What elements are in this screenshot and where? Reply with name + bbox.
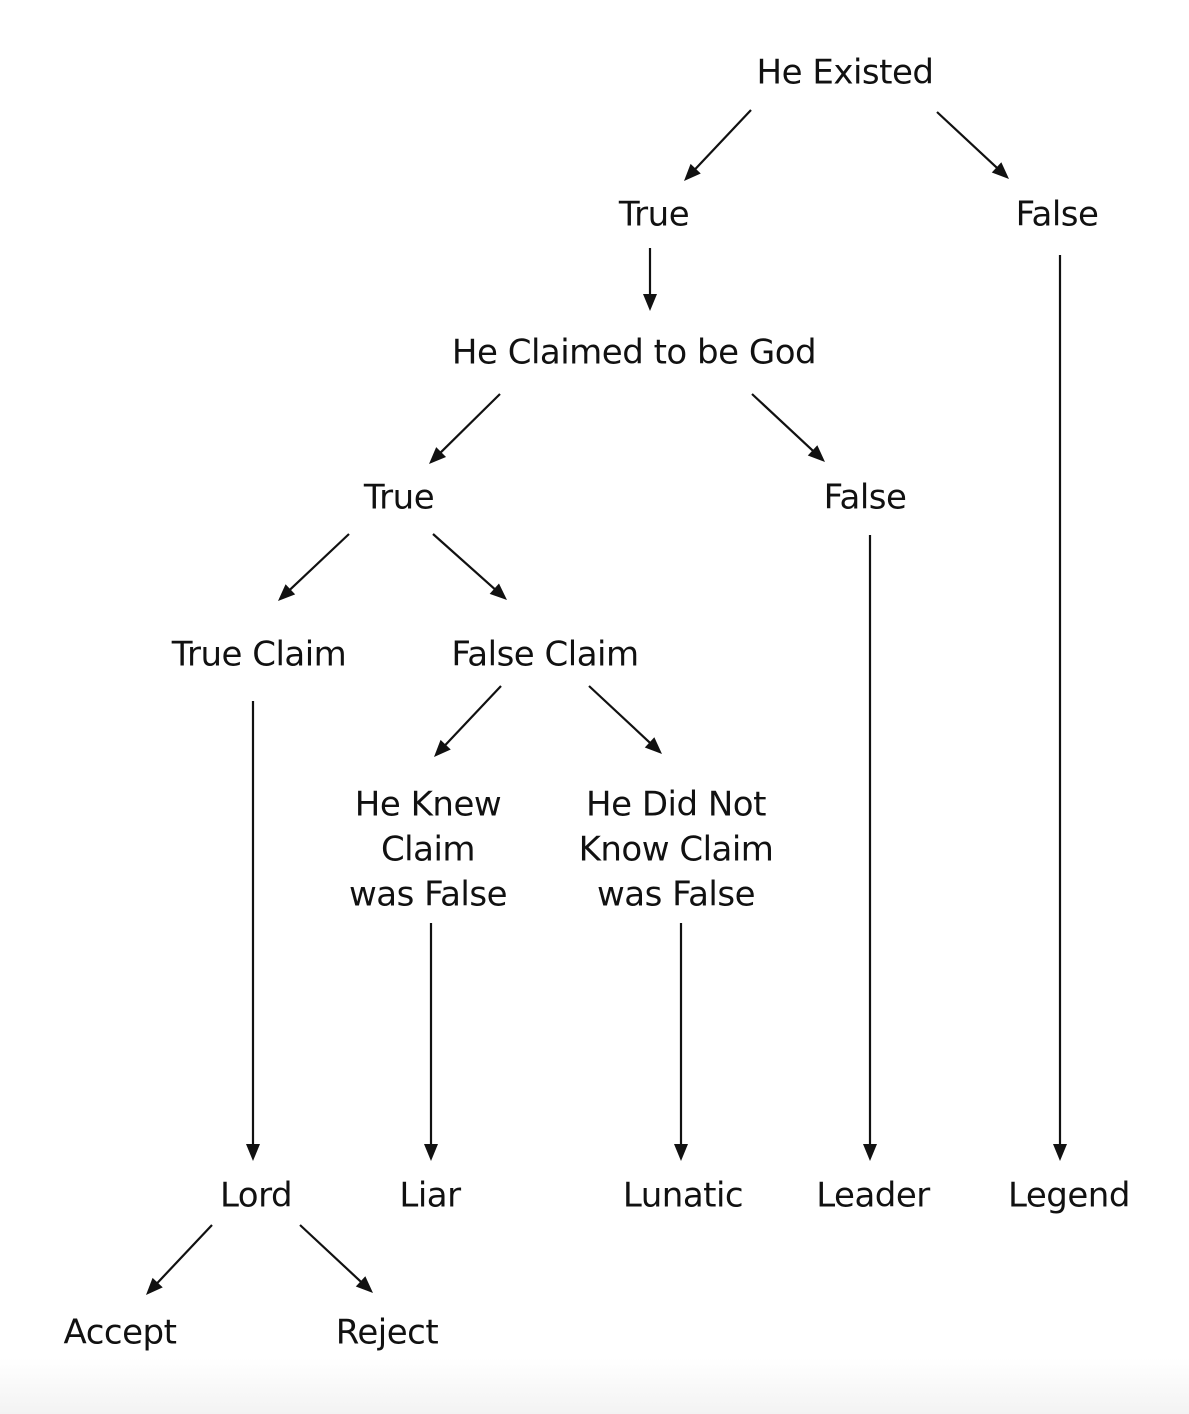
node-line: Know Claim [578,829,774,870]
arrow-existed-false-to-legend [1053,255,1067,1161]
arrow-lord-to-reject [299,1224,373,1293]
arrowhead [278,584,296,601]
arrow-claim-false-to-leader [863,535,877,1161]
arrow-he-existed-to-existed-false [936,111,1009,179]
arrow-claimed-god-to-claim-false [751,393,825,462]
node-claimed-to-be-god: He Claimed to be God [451,332,817,373]
arrow-shaft [432,533,497,591]
node-true-claim: True Claim [171,634,347,675]
arrow-false-claim-to-not-know-false [588,685,662,754]
arrowhead [424,1144,438,1161]
node-line: was False [348,874,508,915]
node-lord: Lord [219,1175,293,1216]
arrow-true-claim-to-lord [246,701,260,1161]
arrowhead [644,737,662,754]
arrow-shaft [438,393,501,455]
node-lunatic: Lunatic [622,1175,744,1216]
arrowhead [146,1277,163,1295]
node-liar: Liar [399,1175,461,1216]
arrow-shaft [443,685,502,747]
node-claim-true: True [363,477,435,518]
arrowhead [807,445,825,462]
arrow-shaft [288,533,350,592]
node-line: was False [596,874,756,915]
arrowhead [489,583,507,600]
arrow-shaft [588,685,652,745]
arrow-claim-true-to-true-claim [278,533,350,601]
arrow-shaft [693,109,752,171]
arrow-shaft [751,393,815,453]
arrow-existed-true-to-claimed-god [643,248,657,311]
arrowhead [991,162,1009,179]
arrowhead [674,1144,688,1161]
arrowhead [246,1144,260,1161]
node-false-claim: False Claim [451,634,639,675]
node-accept: Accept [63,1312,177,1353]
node-existed-true: True [618,194,690,235]
arrow-shaft [299,1224,363,1284]
arrow-shaft [155,1224,213,1285]
arrow-he-existed-to-existed-true [684,109,752,181]
node-leader: Leader [816,1175,930,1216]
node-claim-false: False [823,477,907,518]
node-existed-false: False [1015,194,1099,235]
arrow-shaft [936,111,999,170]
arrow-not-know-false-to-lunatic [674,923,688,1161]
node-reject: Reject [335,1312,439,1353]
node-line: He Did Not [586,784,766,825]
arrowhead [1053,1144,1067,1161]
node-did-not-know-claim-was-false: He Did Not Know Claim was False [579,783,774,918]
arrow-false-claim-to-knew-false [434,685,502,757]
arrowhead [684,163,701,181]
arrow-lord-to-accept [146,1224,213,1295]
arrow-claim-true-to-false-claim [432,533,507,600]
node-he-existed: He Existed [756,52,934,93]
node-line: He Knew [354,784,502,825]
page-edge-shadow [0,1358,1189,1414]
arrowhead [643,294,657,311]
node-knew-claim-was-false: He Knew Claim was False [348,783,508,918]
arrowhead [355,1276,373,1293]
arrowhead [863,1144,877,1161]
arrowhead [434,739,451,757]
arrow-knew-false-to-liar [424,923,438,1161]
node-line: Claim [380,829,476,870]
arrowhead [429,447,447,464]
node-legend: Legend [1008,1175,1130,1216]
arrow-claimed-god-to-claim-true [429,393,501,464]
